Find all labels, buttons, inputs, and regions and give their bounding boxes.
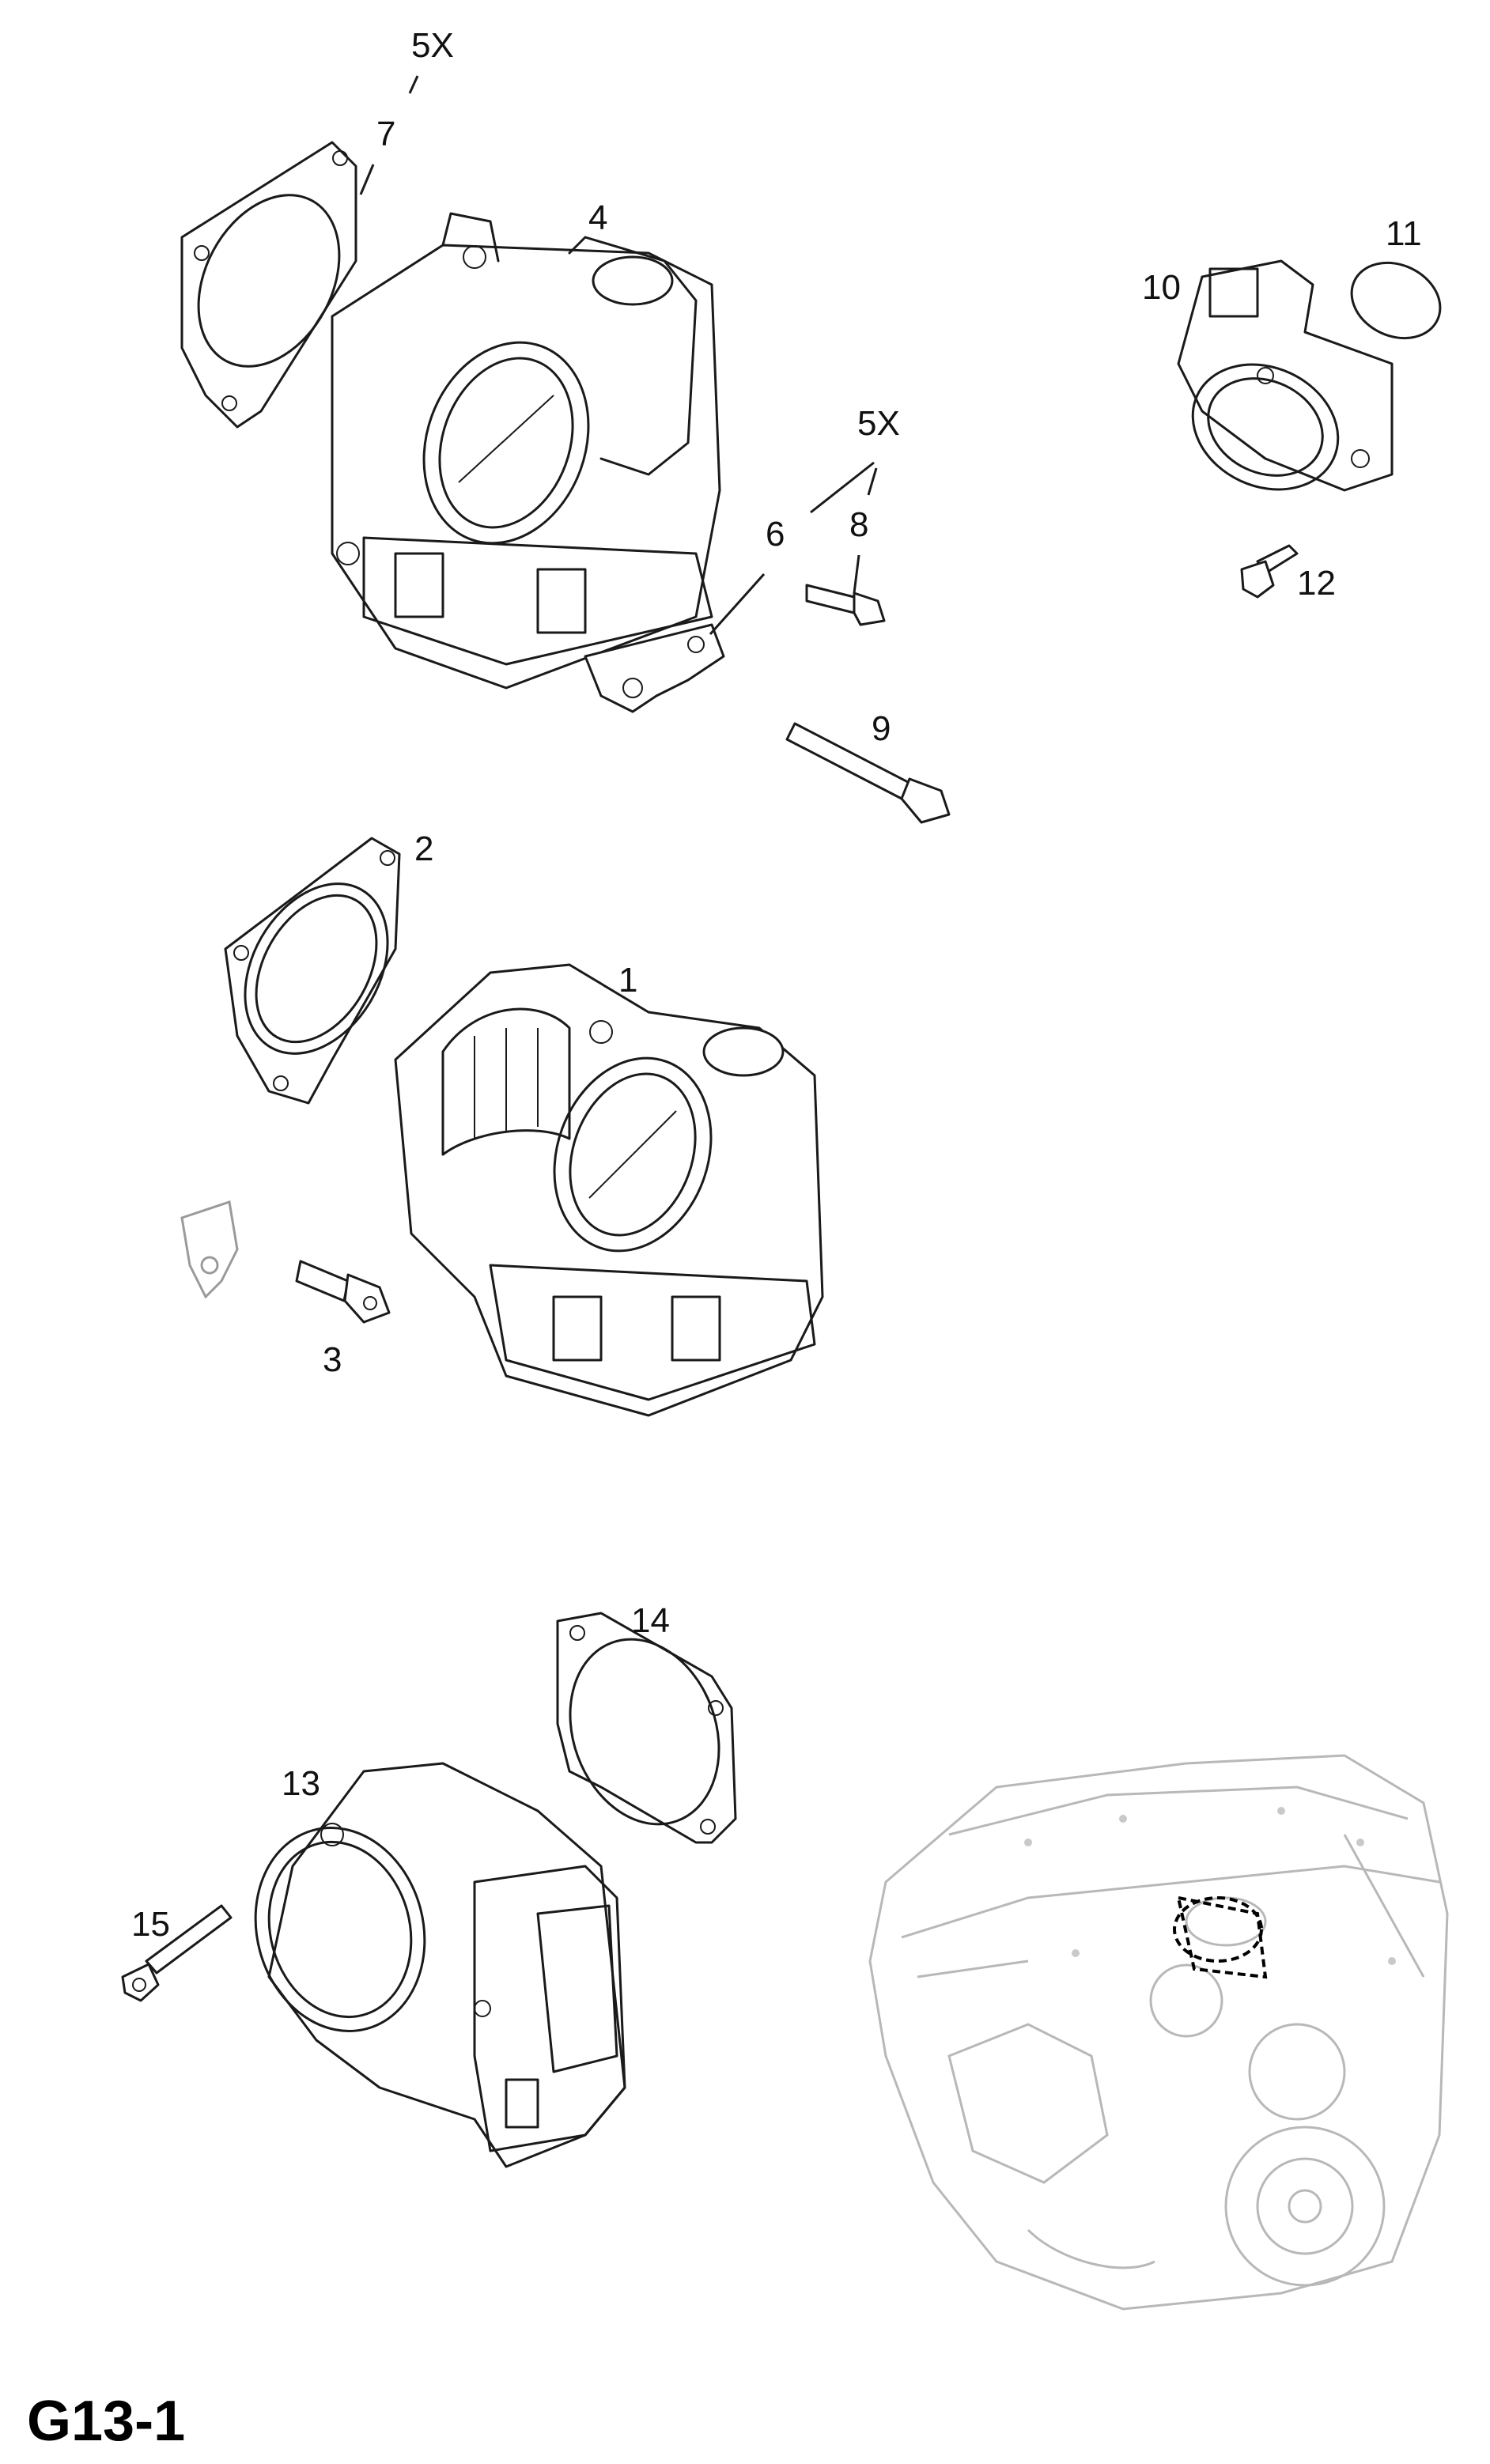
callout-12: 12	[1297, 564, 1336, 603]
callout-15: 15	[131, 1905, 170, 1944]
callout-14: 14	[631, 1601, 670, 1640]
bracket-ghost	[180, 1200, 239, 1299]
throttle-body-4[interactable]	[331, 212, 721, 690]
callout-10: 10	[1142, 268, 1181, 307]
throttle-body-13[interactable]	[233, 1762, 626, 2168]
gasket-7[interactable]	[170, 141, 367, 429]
bolt-9[interactable]	[785, 722, 951, 824]
engine-location-highlight	[1173, 1895, 1268, 1979]
screw-3[interactable]	[295, 1260, 391, 1324]
callout-6: 6	[766, 515, 785, 554]
screw-15[interactable]	[121, 1904, 233, 2002]
callout-qty-top: 5X	[411, 26, 454, 65]
engine-locator-illustration	[868, 1754, 1449, 2311]
callout-2: 2	[414, 830, 433, 868]
page-code: G13-1	[27, 2390, 185, 2453]
leader-lines	[359, 75, 878, 636]
callout-13: 13	[282, 1764, 320, 1803]
callout-3: 3	[323, 1340, 342, 1379]
callout-11: 11	[1386, 214, 1422, 253]
callout-7: 7	[376, 115, 395, 153]
bolt-12[interactable]	[1240, 544, 1299, 599]
gasket-14[interactable]	[545, 1612, 743, 1846]
callout-qty-mid: 5X	[857, 404, 900, 443]
callout-4: 4	[588, 198, 607, 237]
throttle-body-1[interactable]	[394, 963, 824, 1417]
o-ring-11[interactable]	[1339, 249, 1452, 353]
gasket-2[interactable]	[216, 837, 417, 1105]
callout-1: 1	[618, 961, 637, 1000]
throttle-sensor-10[interactable]	[1172, 259, 1394, 512]
bolt-8[interactable]	[805, 584, 886, 626]
callout-8: 8	[849, 505, 868, 544]
callout-9: 9	[872, 709, 891, 748]
